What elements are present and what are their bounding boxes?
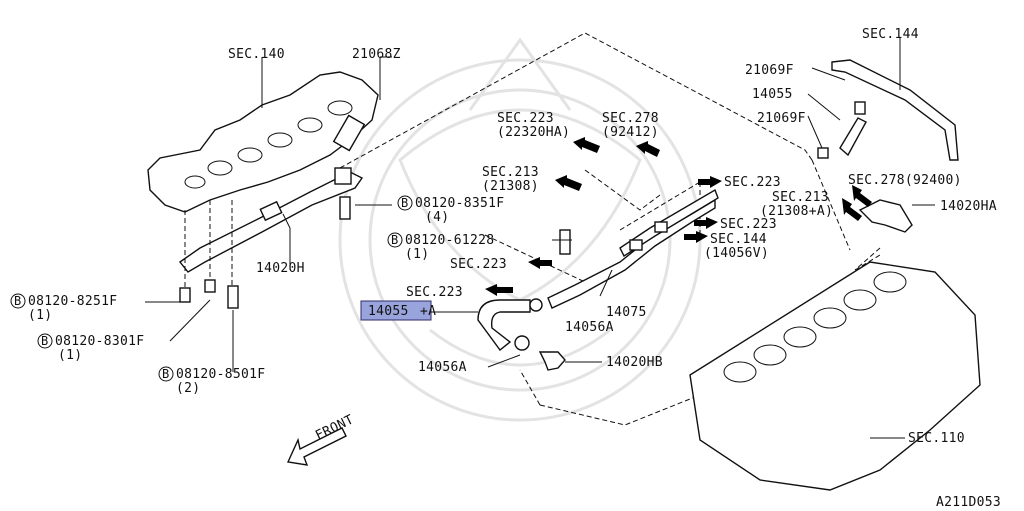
label-sec223-a: SEC.223 (497, 111, 554, 126)
labels: SEC.140 21068Z SEC.144 21069F 14055 2106… (10, 27, 1001, 510)
label-14075: 14075 (606, 305, 647, 320)
label-sec278-a: SEC.278 (602, 111, 659, 126)
label-sec223-e: SEC.223 (406, 285, 463, 300)
label-21069f-a: 21069F (745, 63, 794, 78)
label-bolt-8351f: 08120-8351F (415, 196, 504, 211)
label-sec213-a: SEC.213 (482, 165, 539, 180)
label-sec213-b-sub: (21308+A) (760, 204, 833, 219)
label-bolt-8301f-qty: (1) (58, 348, 82, 363)
label-sec144-b: SEC.144 (710, 232, 767, 247)
bolt-letter-61228: B (391, 233, 399, 247)
fuel-rail-sec144 (817, 59, 959, 161)
label-bolt-61228: 08120-61228 (405, 233, 494, 248)
label-sec278-a-sub: (92412) (602, 125, 659, 140)
label-bolt-61228-qty: (1) (405, 247, 429, 262)
label-sec110: SEC.110 (908, 431, 965, 446)
label-21069f-b: 21069F (757, 111, 806, 126)
label-sec140: SEC.140 (228, 47, 285, 62)
label-bolt-8251f-qty: (1) (28, 308, 52, 323)
label-21068z: 21068Z (352, 47, 401, 62)
label-bolt-8501f: 08120-8501F (176, 367, 265, 382)
label-14055-right: 14055 (752, 87, 793, 102)
bolt-letter-8301f: B (41, 334, 49, 348)
label-14056a-a: 14056A (565, 320, 614, 335)
intake-manifold (147, 71, 379, 213)
fuel-tube-14075 (547, 188, 719, 309)
label-sec223-c: SEC.223 (720, 217, 777, 232)
diagram-id: A211D053 (936, 495, 1001, 510)
label-sec278-b: SEC.278(92400) (848, 173, 962, 188)
front-arrow (286, 427, 347, 466)
bolt-symbol-8251f (10, 293, 26, 309)
label-bolt-8351f-qty: (4) (425, 210, 449, 225)
label-14056a-b: 14056A (418, 360, 467, 375)
label-bolt-8501f-qty: (2) (176, 381, 200, 396)
fitting-14020hb (538, 351, 566, 371)
bolt-symbol-8301f (37, 333, 53, 349)
fuel-rail-14020h (178, 114, 366, 273)
label-14020h: 14020H (256, 261, 305, 276)
bolt-group-left (179, 196, 351, 309)
direction-arrows (485, 137, 872, 296)
fitting-14020ha (858, 199, 913, 233)
label-sec144-top: SEC.144 (862, 27, 919, 42)
bolt-symbol-8351f (397, 195, 413, 211)
bolt-letter-8501f: B (162, 367, 170, 381)
hose-14055 (477, 298, 543, 352)
bolt-letter-8351f: B (401, 196, 409, 210)
label-sec213-a-sub: (21308) (482, 179, 539, 194)
label-sec223-b: SEC.223 (724, 175, 781, 190)
label-bolt-8301f: 08120-8301F (55, 334, 144, 349)
label-14055-highlight[interactable]: 14055 (368, 304, 409, 319)
engine-block (689, 261, 981, 491)
label-sec213-b: SEC.213 (772, 190, 829, 205)
label-14020hb: 14020HB (606, 355, 663, 370)
label-14055-suffix: +A (420, 304, 436, 319)
bolt-symbol-61228 (387, 232, 403, 248)
label-bolt-8251f: 08120-8251F (28, 294, 117, 309)
label-14020ha: 14020HA (940, 199, 997, 214)
label-sec223-d: SEC.223 (450, 257, 507, 272)
label-sec223-a-sub: (22320HA) (497, 125, 570, 140)
label-sec144-b-sub: (14056V) (704, 246, 769, 261)
bolt-symbol-8501f (158, 366, 174, 382)
highlight-14055[interactable] (360, 300, 432, 321)
bolt-letter-8251f: B (14, 294, 22, 308)
